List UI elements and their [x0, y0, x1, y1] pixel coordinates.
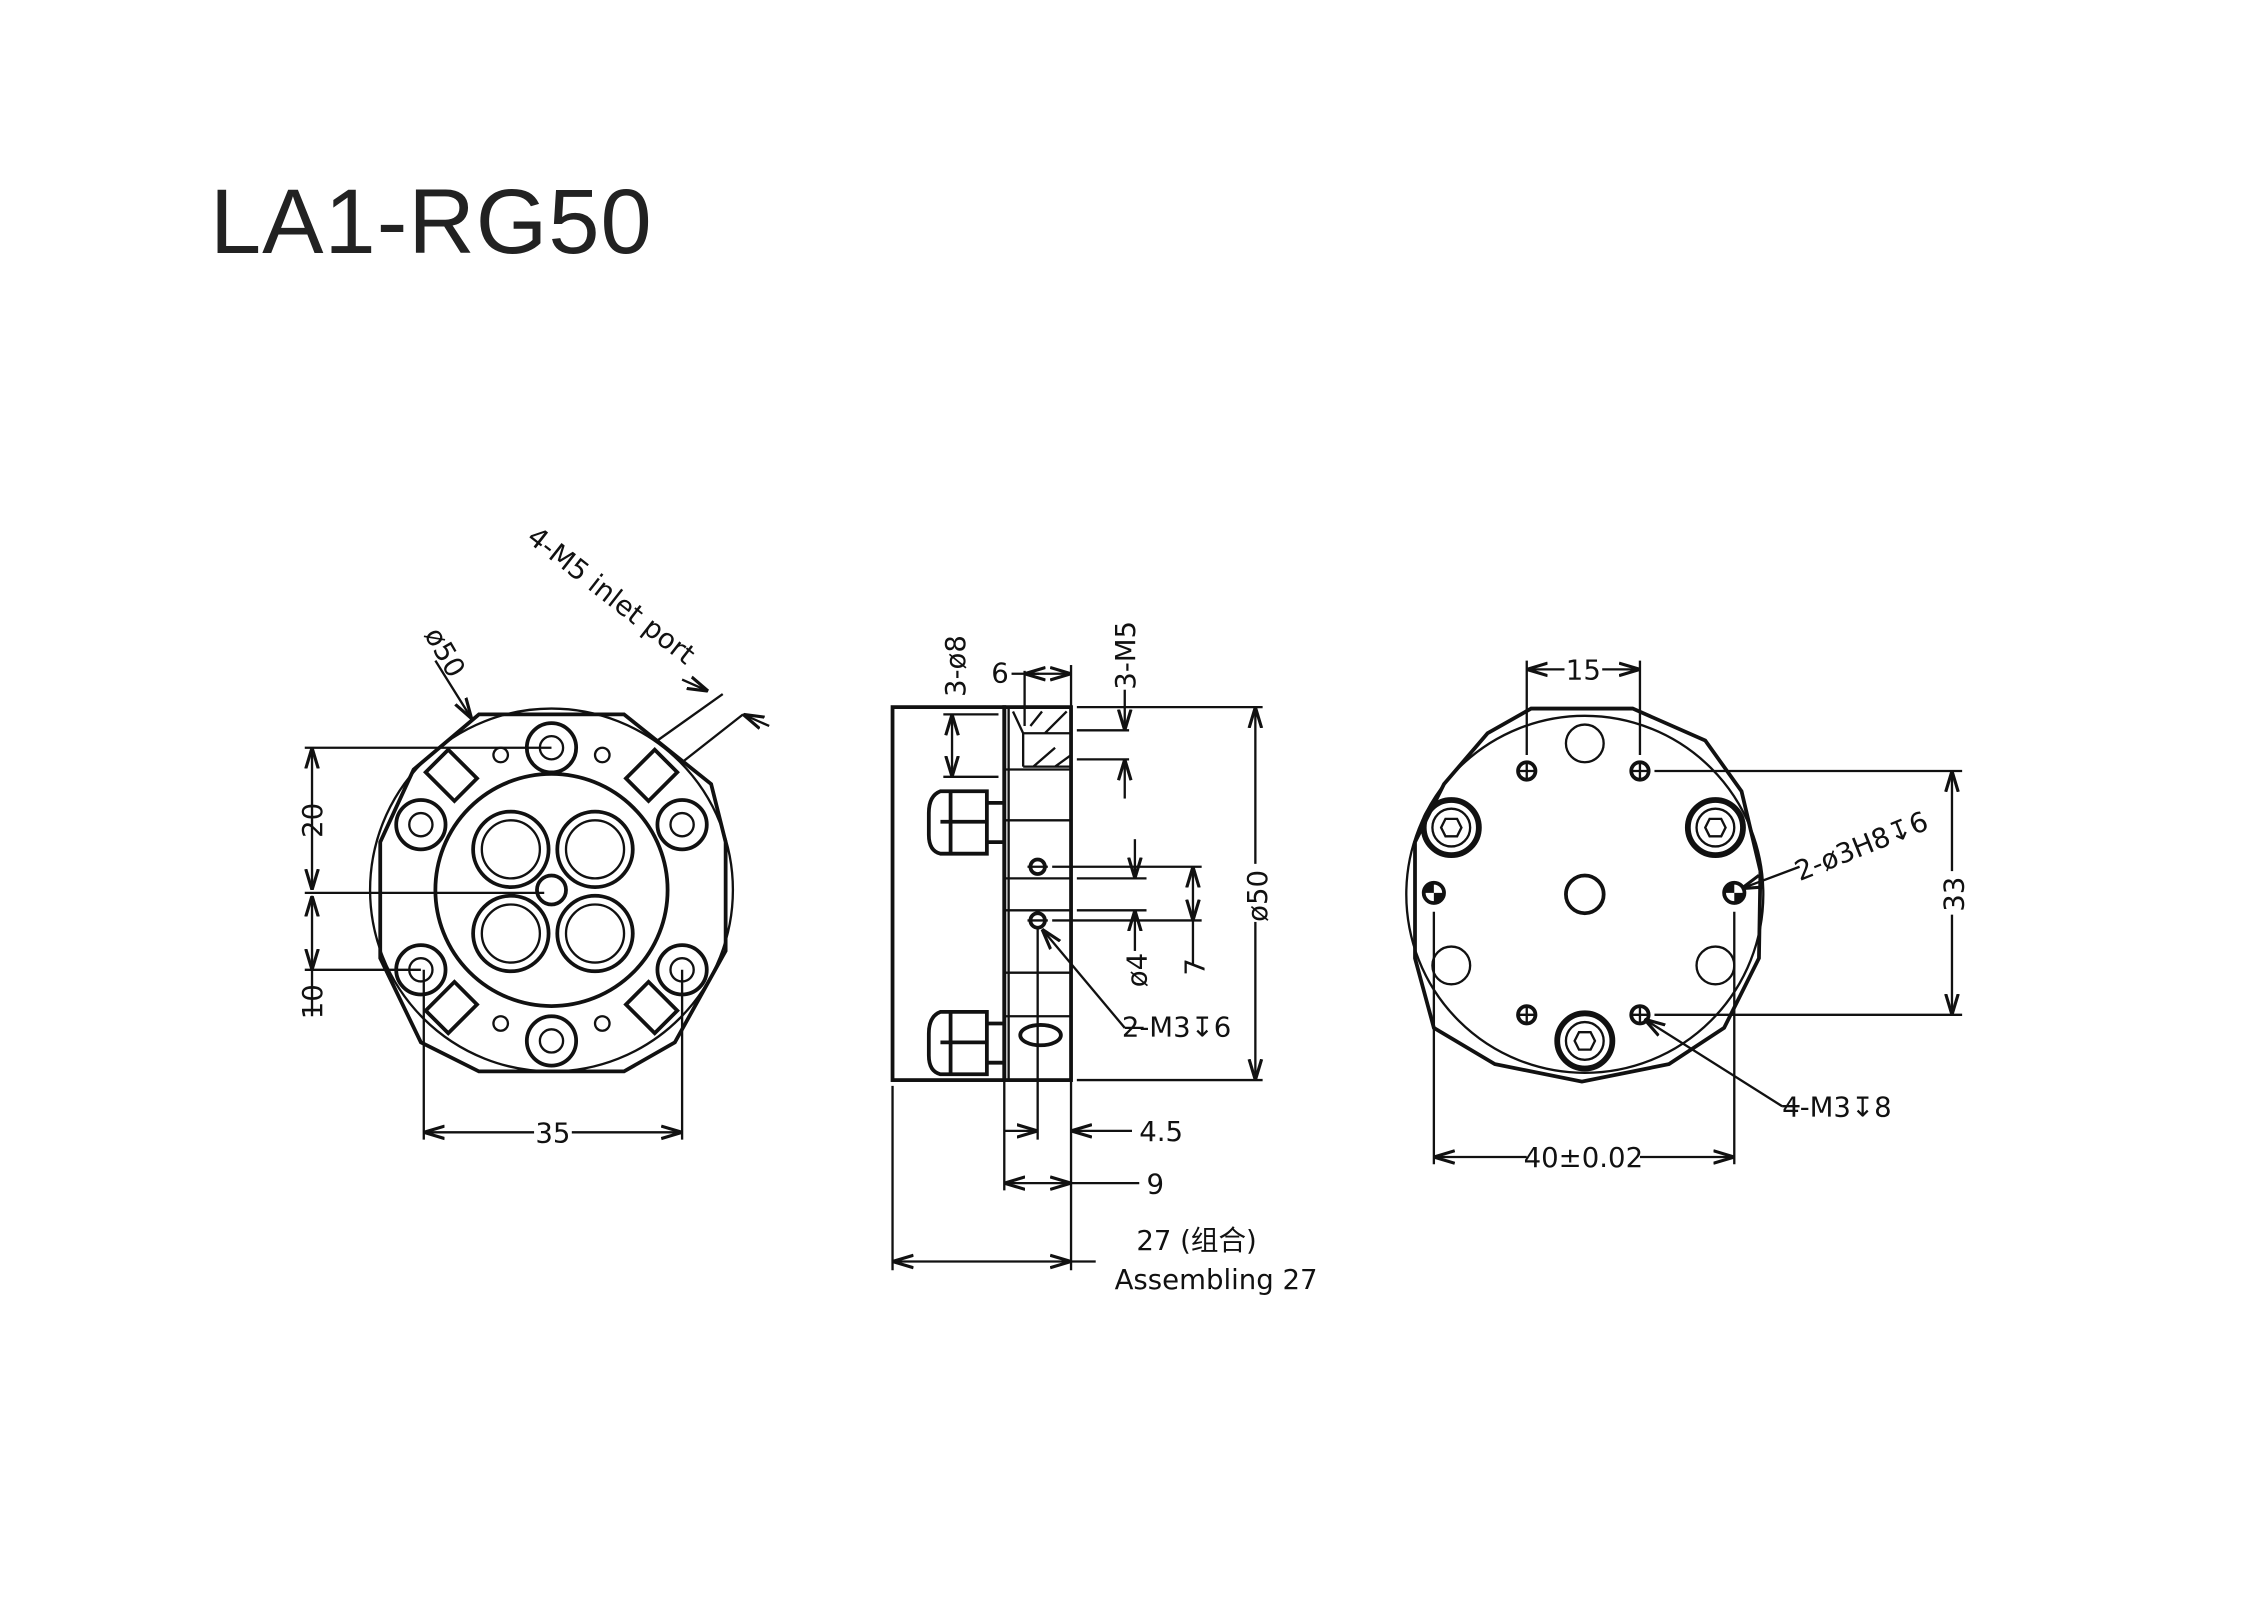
dim-6-label: 6 [991, 656, 1009, 689]
front-diameter-label: ø50 [418, 622, 473, 683]
dim-35-label: 35 [535, 1117, 570, 1150]
hole-4-label: ø4 [1121, 953, 1154, 987]
front-view: 20 10 35 ø50 4-M5 inlet port [296, 520, 770, 1150]
thread-m3-label: 2-M3↧6 [1122, 1011, 1231, 1044]
rear-thread-m3-label: 4-M3↧8 [1782, 1090, 1891, 1123]
thread-m5-label: 3-M5 [1109, 621, 1142, 690]
rear-view: 15 33 2-ø3H8↧6 4-M3↧8 40±0.02 [1405, 653, 1971, 1174]
side-view: 3-ø8 6 3-M5 ø50 ø4 7 2-M3↧6 4.5 9 27 (组合… [890, 621, 1318, 1296]
part-title: LA1-RG50 [210, 171, 653, 273]
front-ports [423, 747, 680, 1036]
dim-40-label: 40±0.02 [1524, 1141, 1644, 1174]
holes-8-label: 3-ø8 [939, 635, 972, 697]
inlet-port-label: 4-M5 inlet port [521, 520, 702, 671]
pin-holes-label: 2-ø3H8↧6 [1790, 804, 1933, 887]
dim-15-label: 15 [1566, 654, 1601, 687]
dim-10-label: 10 [296, 984, 329, 1019]
assembly-en-label: Assembling 27 [1115, 1263, 1318, 1296]
front-inner-circle [433, 771, 670, 1008]
diameter-leader [434, 660, 471, 719]
side-fittings [926, 789, 1005, 1077]
dim-20-label: 20 [296, 803, 329, 838]
dim-4-5-label: 4.5 [1139, 1115, 1183, 1148]
dim-9-label: 9 [1147, 1167, 1165, 1200]
front-bores [471, 809, 635, 974]
front-outer-circle [368, 707, 735, 1073]
rear-screws [1420, 797, 1746, 1072]
front-body-outline [378, 712, 728, 1074]
dim-7-label: 7 [1179, 958, 1212, 976]
rear-holes [1421, 723, 1747, 1026]
assembly-cn-label: 27 (组合) [1136, 1224, 1256, 1257]
dim-33-label: 33 [1938, 877, 1971, 912]
side-diameter-label: ø50 [1241, 870, 1274, 922]
